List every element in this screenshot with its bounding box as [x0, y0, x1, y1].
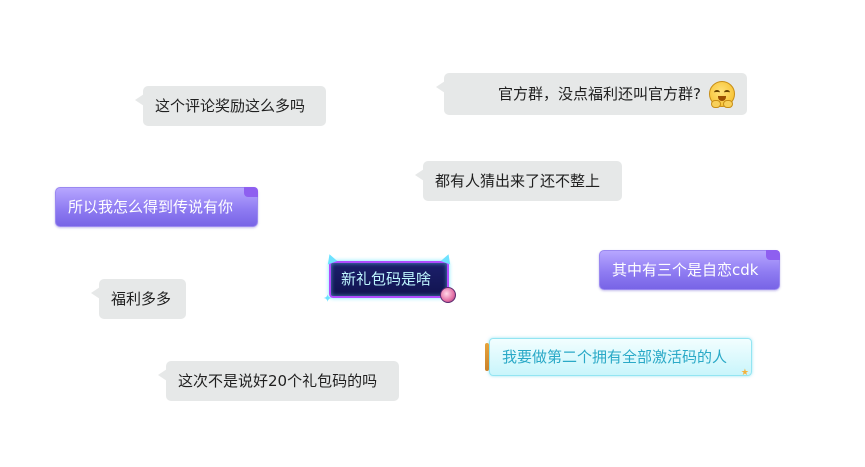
comment-text: 这个评论奖励这么多吗 — [155, 96, 306, 115]
cat-ear-decoration — [440, 252, 454, 265]
bubble-corner-decoration — [766, 250, 780, 260]
comment-text: 福利多多 — [111, 289, 172, 308]
bubble-tail — [91, 287, 100, 299]
cat-ear-decoration — [324, 252, 338, 265]
bubble-tail — [135, 94, 144, 106]
bubble-side-decoration — [485, 343, 489, 371]
comment-bubble[interactable]: 福利多多 — [91, 279, 186, 319]
star-icon: ★ — [740, 368, 749, 378]
bubble-tail — [436, 81, 445, 93]
comment-text: 所以我怎么得到传说有你 — [68, 197, 234, 216]
comment-bubble-purple[interactable]: 所以我怎么得到传说有你 — [55, 187, 258, 227]
comment-bubble-cyan[interactable]: ★ 我要做第二个拥有全部激活码的人 — [485, 338, 752, 378]
character-charm-icon — [440, 287, 456, 303]
comment-bubble[interactable]: 官方群，没点福利还叫官方群? — [436, 73, 747, 115]
comment-bubble[interactable]: 都有人猜出来了还不整上 — [415, 161, 622, 201]
bubble-corner-decoration — [244, 187, 258, 197]
sparkle-icon: ✦ — [323, 292, 333, 305]
comment-bubble-purple[interactable]: 其中有三个是自恋cdk — [599, 250, 780, 290]
comment-text: 其中有三个是自恋cdk — [612, 260, 759, 279]
comment-bubble[interactable]: 这次不是说好20个礼包码的吗 — [158, 361, 399, 401]
comment-text: 新礼包码是啥 — [341, 270, 432, 288]
comment-text: 官方群，没点福利还叫官方群? — [498, 84, 701, 103]
embarrassed-face-icon — [709, 81, 735, 108]
bubble-tail — [158, 369, 167, 381]
comment-text: 都有人猜出来了还不整上 — [435, 171, 601, 190]
comment-bubble-neon[interactable]: ✦ 新礼包码是啥 — [323, 252, 456, 304]
comment-text: 我要做第二个拥有全部激活码的人 — [502, 347, 728, 366]
comment-bubble[interactable]: 这个评论奖励这么多吗 — [135, 86, 326, 126]
comment-text: 这次不是说好20个礼包码的吗 — [178, 371, 378, 390]
bubble-tail — [415, 169, 424, 181]
